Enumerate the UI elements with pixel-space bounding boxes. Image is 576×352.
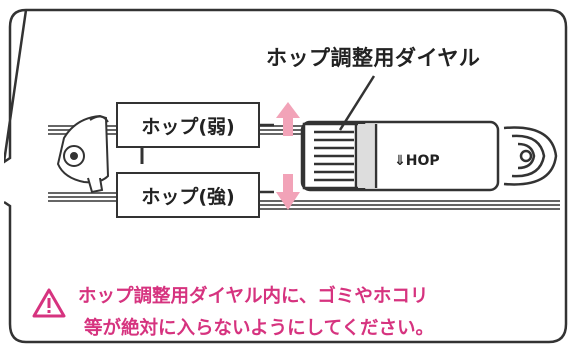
hop-adjustment-illustration <box>4 8 568 344</box>
hop-weak-box: ホップ(弱) <box>116 102 260 148</box>
panel-frame <box>4 8 568 344</box>
diagram-panel: ホップ調整用ダイヤル ホップ(弱) ホップ(強) ⇓HOP ホップ調整用ダイヤル… <box>4 6 570 346</box>
up-arrow <box>276 102 300 136</box>
right-ring <box>503 126 558 186</box>
dial-band <box>358 124 374 188</box>
barrel-hop-label: ⇓HOP <box>394 153 440 169</box>
hop-strong-label: ホップ(強) <box>141 185 235 208</box>
hop-weak-label: ホップ(弱) <box>141 115 235 138</box>
warning-line-1: ホップ調整用ダイヤル内に、ゴミやホコリ <box>78 286 429 307</box>
hop-strong-box: ホップ(強) <box>116 172 260 218</box>
callout-leader <box>338 75 376 131</box>
warning-line-2: 等が絶対に入らないようにしてください。 <box>84 318 435 339</box>
down-arrow <box>276 174 300 210</box>
dial-callout-label: ホップ調整用ダイヤル <box>266 46 481 70</box>
left-mechanism <box>56 114 110 194</box>
warning-triangle-icon <box>32 288 66 318</box>
rail-lines <box>48 125 560 210</box>
dial-ridges <box>314 124 378 188</box>
